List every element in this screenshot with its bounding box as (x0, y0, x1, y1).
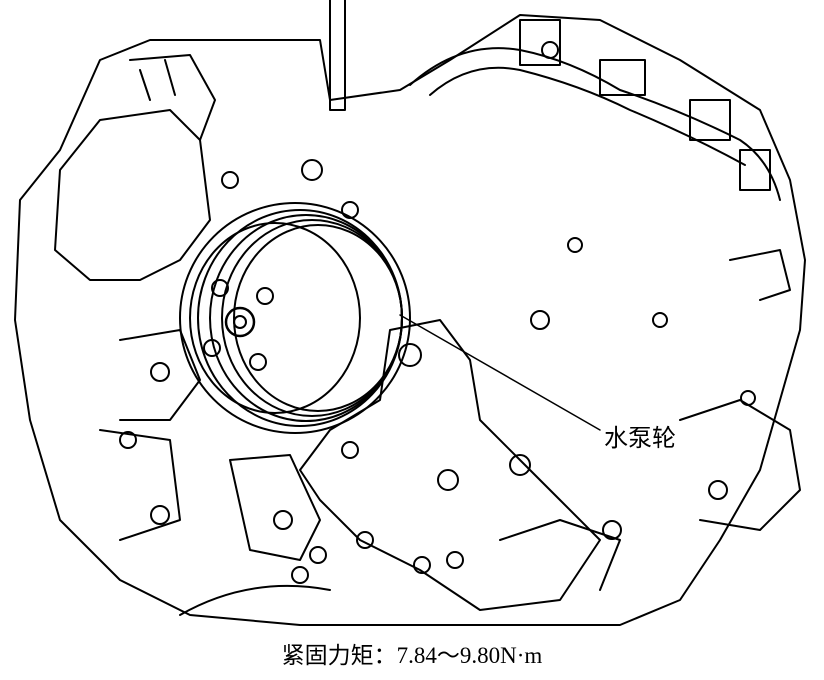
engine-block-outline (14, 14, 806, 626)
harness-connector-3 (689, 99, 731, 141)
callout-leader-line (399, 314, 601, 431)
pump-housing (299, 319, 601, 611)
water-pump-pulley (179, 202, 411, 434)
housing-bolts (119, 41, 756, 584)
engine-water-pump-illustration (14, 0, 806, 626)
water-pump-pulley-label: 水泵轮 (604, 424, 676, 452)
torque-caption-label: 紧固力矩： (281, 643, 397, 669)
crank-pulley-edge (179, 584, 331, 616)
timing-cover-plate (54, 109, 211, 281)
torque-caption: 紧固力矩：7.84～9.80N·m (0, 644, 824, 668)
wiring-harness (409, 47, 781, 201)
pulley-bolts (203, 279, 274, 371)
torque-caption-value: 7.84～9.80N·m (396, 643, 543, 668)
left-housing-lines (99, 329, 201, 541)
harness-connector-2 (599, 59, 646, 96)
dipstick-rod (329, 0, 346, 111)
upper-bracket (129, 54, 216, 141)
lower-plate (229, 454, 321, 561)
right-bracket (679, 249, 801, 531)
right-lower-arm (499, 519, 621, 591)
harness-connector-4 (739, 149, 771, 191)
harness-connector-1 (519, 19, 561, 66)
